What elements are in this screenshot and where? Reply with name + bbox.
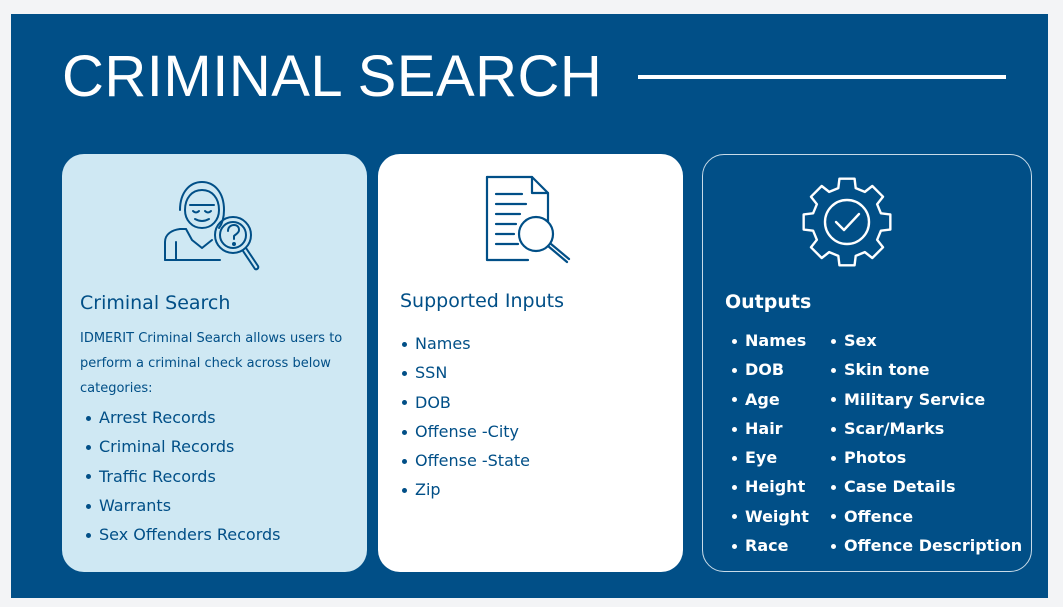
list-item: Criminal Records (84, 432, 281, 461)
list-item: DOB (400, 388, 530, 417)
page-title: CRIMINAL SEARCH (62, 44, 603, 109)
list-item: Race (730, 531, 809, 560)
list-item: Height (730, 472, 809, 501)
outputs-heading: Outputs (725, 291, 812, 313)
list-item: Sex Offenders Records (84, 520, 281, 549)
supported-inputs-heading: Supported Inputs (400, 290, 564, 312)
outputs-list-left: Names DOB Age Hair Eye Height Weight Rac… (730, 326, 809, 560)
list-item: Names (730, 326, 809, 355)
list-item: Weight (730, 502, 809, 531)
list-item: Scar/Marks (829, 414, 1022, 443)
list-item: Hair (730, 414, 809, 443)
list-item: Eye (730, 443, 809, 472)
criminal-search-heading: Criminal Search (80, 292, 231, 314)
supported-inputs-list: Names SSN DOB Offense -City Offense -Sta… (400, 329, 530, 505)
list-item: SSN (400, 358, 530, 387)
slide: CRIMINAL SEARCH Criminal Search IDMERIT … (11, 14, 1048, 598)
list-item: Photos (829, 443, 1022, 472)
list-item: Arrest Records (84, 403, 281, 432)
outputs-card: Outputs Names DOB Age Hair Eye Height We… (702, 154, 1032, 572)
list-item: DOB (730, 355, 809, 384)
list-item: Zip (400, 475, 530, 504)
outputs-list-right: Sex Skin tone Military Service Scar/Mark… (829, 326, 1022, 560)
list-item: Offense -City (400, 417, 530, 446)
list-item: Names (400, 329, 530, 358)
list-item: Age (730, 385, 809, 414)
criminal-categories-list: Arrest Records Criminal Records Traffic … (84, 403, 281, 549)
list-item: Offense -State (400, 446, 530, 475)
list-item: Case Details (829, 472, 1022, 501)
list-item: Traffic Records (84, 462, 281, 491)
supported-inputs-card: Supported Inputs Names SSN DOB Offense -… (378, 154, 683, 572)
list-item: Offence (829, 502, 1022, 531)
criminal-search-card: Criminal Search IDMERIT Criminal Search … (62, 154, 367, 572)
list-item: Skin tone (829, 355, 1022, 384)
list-item: Offence Description (829, 531, 1022, 560)
list-item: Sex (829, 326, 1022, 355)
title-divider (638, 75, 1006, 79)
list-item: Warrants (84, 491, 281, 520)
criminal-search-description: IDMERIT Criminal Search allows users to … (80, 331, 343, 396)
list-item: Military Service (829, 385, 1022, 414)
document-search-icon (485, 175, 571, 264)
gear-check-icon (802, 177, 892, 267)
hooded-person-magnifier-icon (164, 181, 260, 271)
